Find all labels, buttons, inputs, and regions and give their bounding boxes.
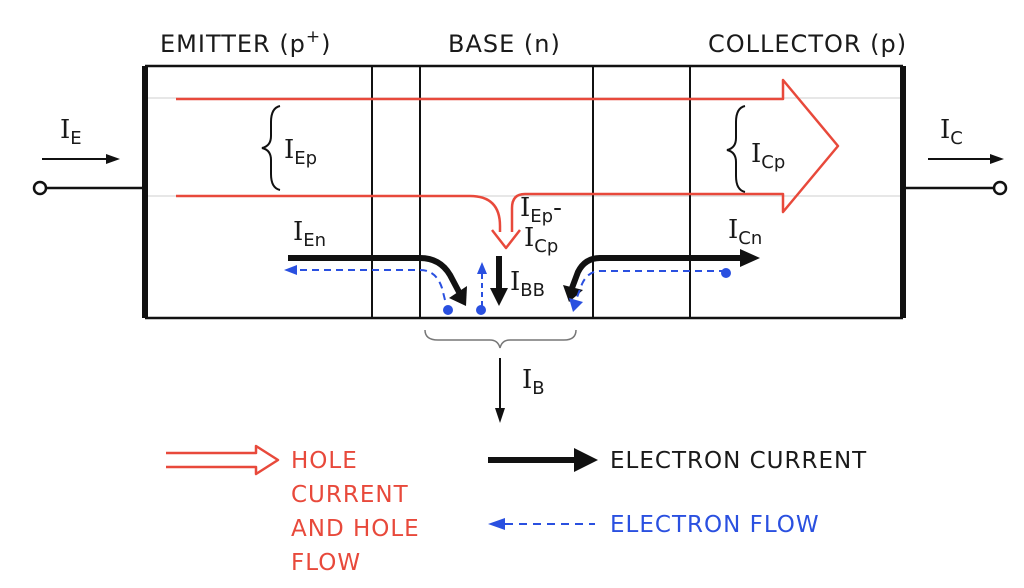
- collector-region-label: COLLECTOR (p): [708, 30, 907, 58]
- electron-flow-legend-arrow-icon: [488, 518, 595, 530]
- icp-brace-icon: [726, 105, 746, 193]
- electron-dot-emitter: [443, 305, 453, 315]
- hole-legend-arrow-icon: [166, 444, 280, 476]
- emitter-terminal: [32, 180, 145, 196]
- icp-label: ICp: [751, 139, 785, 173]
- ie-label: IE: [60, 115, 82, 149]
- electron-dot-collector: [721, 268, 731, 278]
- icp2-label: ICp: [524, 223, 558, 257]
- icn-arrowhead-icon: [740, 249, 760, 267]
- ibb-label: IBB: [510, 267, 545, 301]
- ic-arrow-icon: [928, 154, 1004, 164]
- hole-legend-line-1: HOLE: [291, 448, 358, 474]
- collector-terminal: [903, 180, 1008, 196]
- ie-arrow-icon: [42, 154, 120, 164]
- electron-current-legend-arrow-icon: [488, 448, 598, 472]
- hole-legend-line-4: FLOW: [291, 550, 361, 576]
- ib-arrow-icon: [495, 358, 505, 423]
- electron-current-arrows: [288, 255, 748, 306]
- emitter-region-label: EMITTER (p+): [160, 27, 332, 58]
- base-region-label: BASE (n): [448, 30, 561, 58]
- electron-current-legend-label: ELECTRON CURRENT: [610, 448, 867, 474]
- electron-dot-base: [476, 305, 486, 315]
- electron-flow-lines: [284, 262, 726, 312]
- iep-minus-label: IEp-: [520, 193, 562, 227]
- icn-label: ICn: [728, 215, 762, 249]
- legend: HOLE CURRENT AND HOLE FLOW ELECTRON CURR…: [166, 444, 867, 576]
- ic-label: IC: [940, 115, 963, 149]
- iep-brace-icon: [261, 105, 281, 191]
- hole-legend-line-2: CURRENT: [291, 482, 409, 508]
- ien-label: IEn: [293, 217, 326, 251]
- iep-label: IEp: [284, 135, 317, 169]
- electron-flow-legend-label: ELECTRON FLOW: [610, 512, 820, 538]
- hole-current-arrow: [176, 78, 840, 250]
- ib-label: IB: [522, 365, 545, 399]
- base-current-brace-icon: [424, 329, 577, 349]
- hole-legend-line-3: AND HOLE: [291, 516, 420, 542]
